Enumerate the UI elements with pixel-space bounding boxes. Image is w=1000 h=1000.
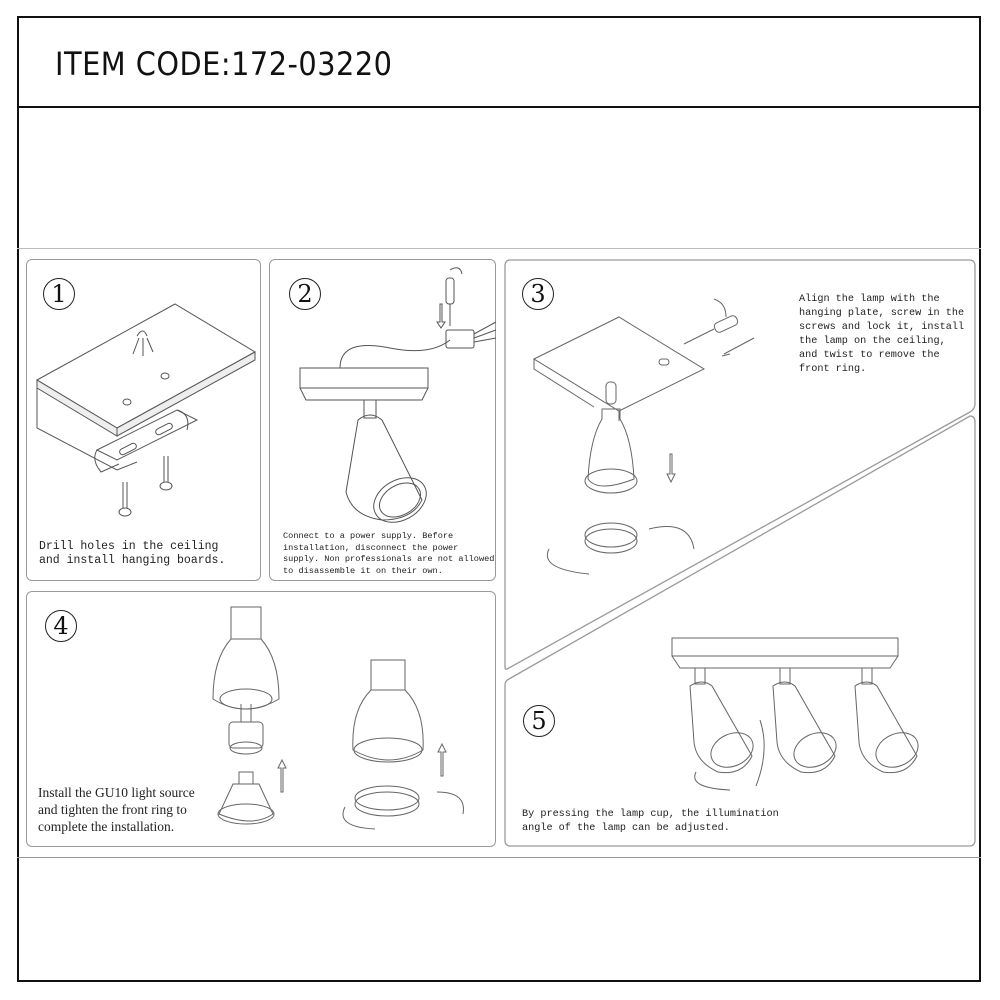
angle-adjustment-illustration-icon xyxy=(660,630,940,790)
step-4-panel: 4 Install the GU10 light source and tigh… xyxy=(26,591,496,847)
document-frame xyxy=(17,16,981,982)
step-1-number: 1 xyxy=(43,278,75,310)
step-3-panel-outline-icon xyxy=(504,259,976,671)
step-2-panel: 2 Connect to a power supply. Before inst… xyxy=(269,259,496,581)
instruction-sheet xyxy=(17,248,981,858)
mounting-illustration-icon xyxy=(504,259,804,589)
step-1-panel: 1 Drill holes in the ceiling and install… xyxy=(26,259,261,581)
step-5-number: 5 xyxy=(523,705,555,737)
step-5-panel-outline-icon xyxy=(504,415,976,847)
step-2-caption: Connect to a power supply. Before instal… xyxy=(283,531,495,576)
power-connection-illustration-icon xyxy=(270,260,497,582)
bulb-installation-illustration-icon xyxy=(27,592,497,848)
step-2-number: 2 xyxy=(289,278,321,310)
ceiling-board-illustration-icon xyxy=(27,260,262,582)
step-3-caption: Align the lamp with the hanging plate, s… xyxy=(799,294,965,375)
item-code-title: ITEM CODE:172-03220 xyxy=(55,45,393,83)
step-5-caption: By pressing the lamp cup, the illuminati… xyxy=(522,809,779,834)
step-4-number: 4 xyxy=(45,610,77,642)
step-1-caption: Drill holes in the ceiling and install h… xyxy=(39,540,226,567)
header-divider xyxy=(17,106,981,108)
step-4-caption: Install the GU10 light source and tighte… xyxy=(38,785,195,834)
step-3-number: 3 xyxy=(522,278,554,310)
